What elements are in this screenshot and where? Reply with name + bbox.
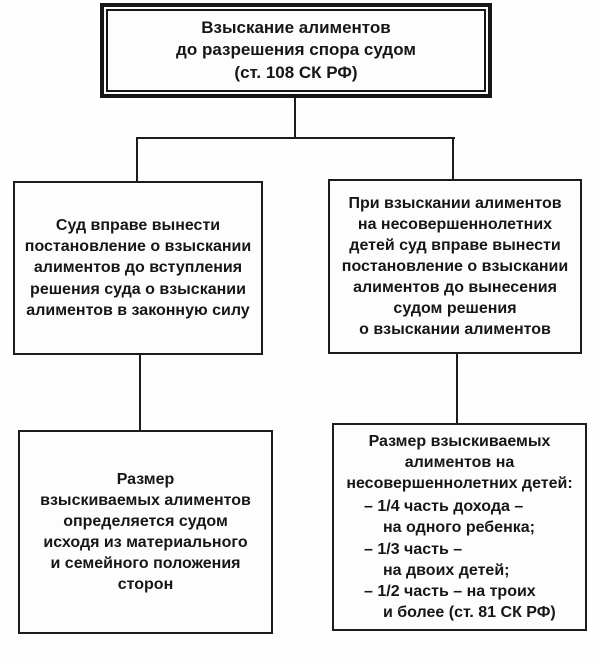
node-root: Взыскание алиментов до разрешения спора … xyxy=(100,3,492,98)
connector-left-drop xyxy=(136,137,138,183)
node-amount-for-minors-content: Размер взыскиваемых алиментов на несовер… xyxy=(334,425,585,629)
node-court-ruling-general: Суд вправе вынести постановление о взыск… xyxy=(13,181,263,355)
node-court-ruling-minors-text: При взыскании алиментов на несовершеннол… xyxy=(341,194,569,339)
alimony-share-item-three-or-more: – 1/2 часть – на троих и более (ст. 81 С… xyxy=(364,582,556,621)
node-amount-by-court-text: Размер взыскиваемых алиментов определяет… xyxy=(40,470,251,594)
connector-left-bottom-drop xyxy=(139,355,141,432)
connector-right-drop xyxy=(452,137,454,181)
node-amount-for-minors-heading: Размер взыскиваемых алиментов на несовер… xyxy=(346,433,573,493)
alimony-share-item-two-children: – 1/3 часть – на двоих детей; xyxy=(364,540,510,579)
node-amount-by-court: Размер взыскиваемых алиментов определяет… xyxy=(18,430,273,634)
connector-right-bottom-drop xyxy=(456,354,458,425)
connector-root-stem xyxy=(294,98,296,139)
alimony-share-item-one-child: – 1/4 часть дохода – на одного ребенка; xyxy=(364,498,535,537)
node-court-ruling-minors: При взыскании алиментов на несовершеннол… xyxy=(328,179,582,354)
node-court-ruling-general-text: Суд вправе вынести постановление о взыск… xyxy=(24,217,252,319)
connector-horizontal-bar xyxy=(136,137,455,139)
node-amount-for-minors: Размер взыскиваемых алиментов на несовер… xyxy=(332,423,587,631)
node-root-text: Взыскание алиментов до разрешения спора … xyxy=(106,9,486,92)
alimony-share-list: – 1/4 часть дохода – на одного ребенка; … xyxy=(364,496,577,623)
